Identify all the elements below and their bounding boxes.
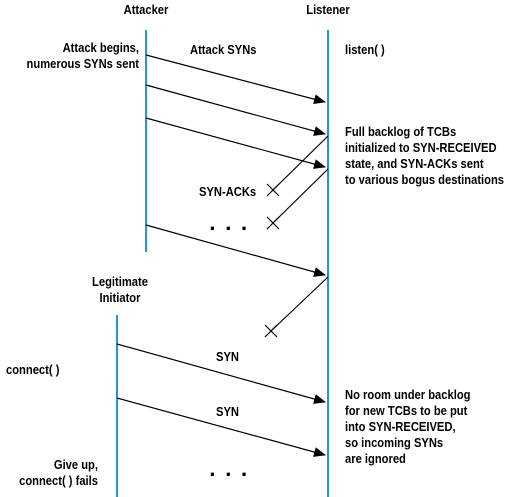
attack-syn-arrow-1	[145, 54, 326, 105]
backlog-line-1: Full backlog of TCBs	[345, 124, 457, 139]
syn-ack-x-1b	[266, 183, 280, 197]
syn-ack-line-2	[272, 168, 329, 224]
attack-begins-note: Attack begins, numerous SYNs sent	[19, 40, 139, 72]
attack-begins-line-2: numerous SYNs sent	[26, 56, 139, 71]
backlog-line-2: initialized to SYN-RECEIVED	[345, 140, 497, 155]
syn-label-2: SYN	[216, 404, 239, 419]
attack-ellipsis: ...	[209, 214, 257, 235]
initiator-header-line-1: Legitimate	[92, 274, 148, 289]
legit-syn-arrow-2	[116, 397, 326, 457]
attack-syn-arrow-3	[145, 117, 326, 169]
legit-ellipsis: ...	[209, 460, 257, 481]
attack-syn-arrow-2	[145, 84, 326, 136]
listener-header: Listener	[306, 2, 350, 17]
syn-acks-label: SYN-ACKs	[199, 184, 257, 199]
attack-syns-label: Attack SYNs	[190, 42, 257, 57]
backlog-line-4: to various bogus destinations	[345, 172, 505, 187]
no-room-note: No room under backlog for new TCBs to be…	[345, 387, 470, 467]
syn-ack-line-1	[272, 135, 329, 191]
attack-begins-line-1: Attack begins,	[62, 40, 140, 55]
give-up-line-2: connect( ) fails	[19, 473, 98, 488]
no-room-line-3: into SYN-RECEIVED,	[345, 419, 456, 434]
attack-syn-arrow-4	[145, 224, 326, 277]
syn-ack-lines	[264, 135, 329, 338]
legit-syn-arrow-1	[116, 343, 326, 404]
listen-note: listen( )	[345, 42, 385, 57]
connect-note: connect( )	[6, 362, 60, 377]
attacker-header: Attacker	[123, 2, 169, 17]
initiator-header: Legitimate Initiator	[77, 274, 163, 306]
syn-ack-line-3	[270, 276, 329, 332]
give-up-note: Give up, connect( ) fails	[14, 457, 98, 489]
syn-ack-x-2b	[266, 216, 280, 230]
give-up-line-1: Give up,	[53, 457, 98, 472]
initiator-header-line-2: Initiator	[99, 290, 141, 305]
backlog-note: Full backlog of TCBs initialized to SYN-…	[345, 124, 504, 188]
no-room-line-2: for new TCBs to be put	[345, 403, 468, 418]
no-room-line-4: so incoming SYNs	[345, 435, 444, 450]
no-room-line-5: are ignored	[345, 451, 406, 466]
no-room-line-1: No room under backlog	[345, 387, 471, 402]
syn-ack-x-3b	[264, 324, 278, 338]
backlog-line-3: state, and SYN-ACKs sent	[345, 156, 484, 171]
syn-label-1: SYN	[216, 349, 239, 364]
